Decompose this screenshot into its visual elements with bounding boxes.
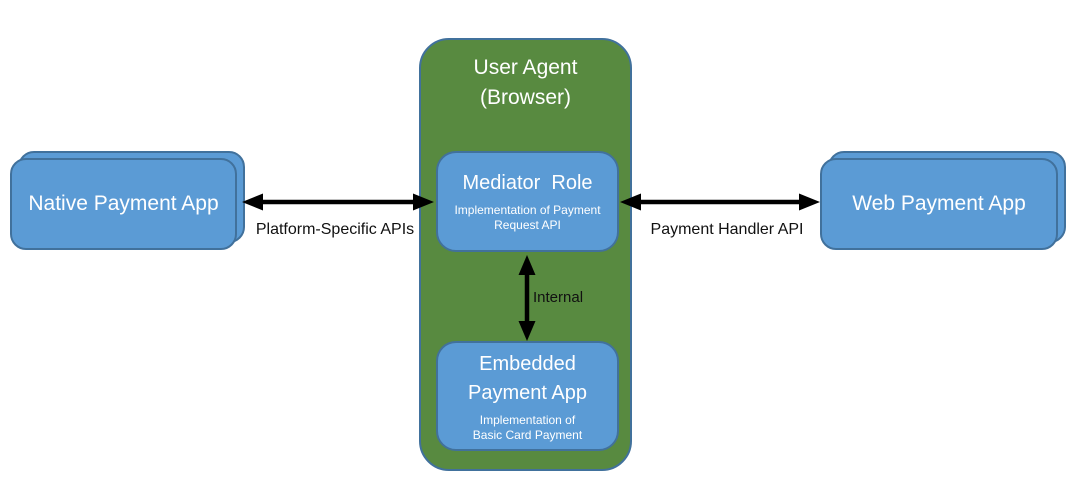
arrow-native-mediator (242, 193, 434, 211)
arrow-mediator-embedded (518, 255, 536, 341)
native-payment-app-card: Native Payment App (10, 158, 237, 250)
arrow-right-head-icon (799, 193, 820, 211)
web-payment-app-node: Web Payment App (820, 151, 1066, 250)
mediator-role-subtitle: Implementation of Payment Request API (454, 203, 601, 232)
arrow-left-head-icon (242, 193, 263, 211)
arrow-right-head-icon (413, 193, 434, 211)
mediator-role-node: Mediator Role Implementation of Payment … (436, 151, 619, 252)
internal-label: Internal (533, 289, 584, 306)
native-payment-app-label: Native Payment App (28, 192, 219, 215)
arrow-left-head-icon (620, 193, 641, 211)
user-agent-title: User Agent (Browser) (473, 56, 578, 109)
payment-handler-api-label: Payment Handler API (650, 221, 804, 238)
web-payment-app-card: Web Payment App (820, 158, 1058, 250)
web-payment-app-label: Web Payment App (852, 192, 1026, 215)
web-payment-app-back-card (828, 151, 1066, 243)
arrow-mediator-web (620, 193, 820, 211)
native-payment-app-node: Native Payment App (10, 151, 245, 250)
arrow-up-head-icon (518, 255, 536, 275)
embedded-payment-app-node: Embedded Payment App Implementation of B… (436, 341, 619, 451)
arrow-down-head-icon (518, 321, 536, 341)
embedded-payment-app-subtitle: Implementation of Basic Card Payment (472, 413, 583, 442)
embedded-payment-app-title: Embedded Payment App (468, 353, 587, 404)
mediator-role-title: Mediator Role (462, 172, 593, 194)
native-payment-app-back-card (18, 151, 245, 243)
platform-specific-apis-label: Platform-Specific APIs (255, 221, 415, 238)
